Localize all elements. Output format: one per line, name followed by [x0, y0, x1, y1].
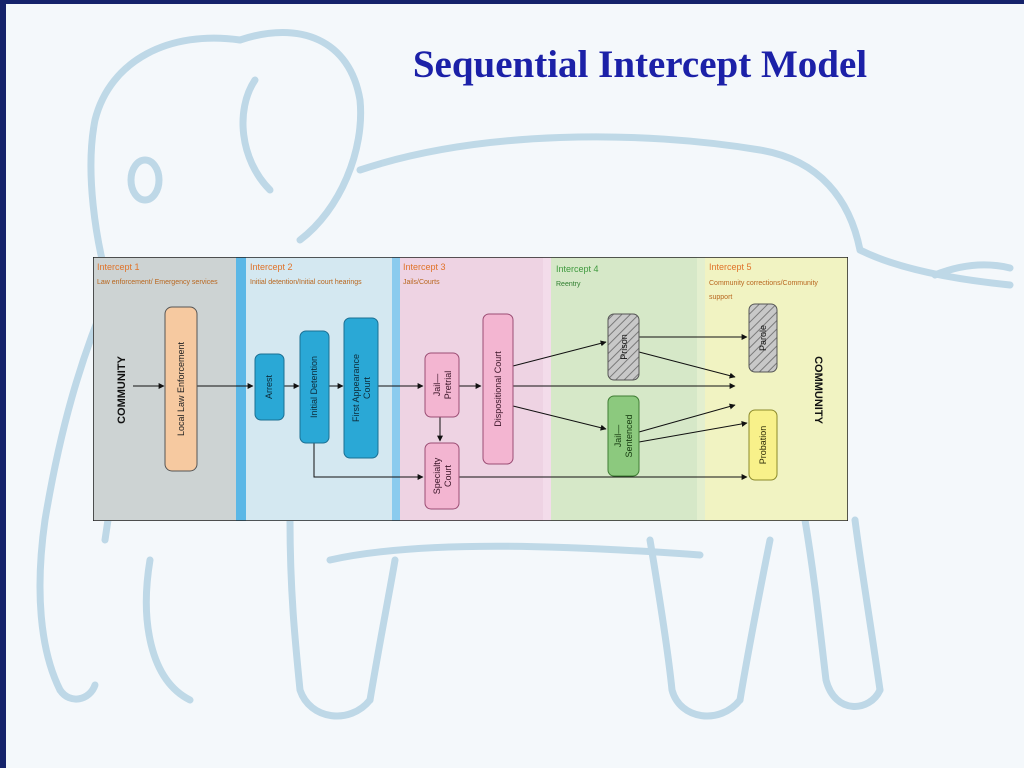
slide-title: Sequential Intercept Model [412, 43, 868, 86]
top-border [0, 0, 1024, 4]
intercept-3-label: Intercept 3 [403, 262, 446, 272]
node-arrest: Arrest [254, 353, 285, 421]
intercept-2-label: Intercept 2 [250, 262, 293, 272]
intercept-5-subtitle: Community corrections/Community [709, 280, 818, 287]
node-initial-detention-label: Initial Detention [309, 356, 319, 418]
node-parole: Parole [748, 303, 778, 373]
node-probation: Probation [748, 409, 778, 481]
left-border [0, 0, 6, 768]
intercept-3-divider [543, 257, 551, 521]
node-first-appearance-court: First Appearance Court [343, 317, 379, 459]
node-specialty-court-label-2: Court [443, 465, 453, 488]
intercept-5-label: Intercept 5 [709, 262, 752, 272]
node-probation-label: Probation [758, 426, 768, 465]
node-jail-sentenced-label-1: Jail— [613, 425, 623, 448]
node-jail-pretrial-label-1: Jail— [432, 374, 442, 397]
node-arrest-label: Arrest [264, 375, 274, 400]
intercept-3-panel [400, 257, 543, 521]
intercept-3-subtitle: Jails/Courts [403, 279, 440, 286]
intercept-4-divider [697, 257, 705, 521]
intercept-1-label: Intercept 1 [97, 262, 140, 272]
node-dispositional-court: Dispositional Court [482, 313, 514, 465]
node-specialty-court: Specialty Court [424, 442, 460, 510]
node-jail-sentenced-label-2: Sentenced [624, 414, 634, 457]
node-local-law-enforcement: Local Law Enforcement [164, 306, 198, 472]
intercept-4-subtitle: Reentry [556, 281, 581, 288]
node-local-law-enforcement-label: Local Law Enforcement [176, 341, 186, 436]
node-dispositional-court-label: Dispositional Court [493, 351, 503, 427]
intercept-5-subtitle-2: support [709, 294, 732, 301]
node-jail-pretrial-label-2: Pretrial [443, 371, 453, 400]
node-specialty-court-label-1: Specialty [432, 457, 442, 494]
node-first-appearance-court-label-1: First Appearance [351, 354, 361, 422]
intercept-1-divider [236, 257, 246, 521]
node-initial-detention: Initial Detention [299, 330, 330, 444]
intercept-4-panel [551, 257, 697, 521]
node-parole-label: Parole [758, 325, 768, 351]
node-jail-pretrial: Jail— Pretrial [424, 352, 460, 418]
intercept-2-subtitle: Initial detention/Initial court hearings [250, 279, 362, 286]
node-prison: Prison [607, 313, 640, 381]
intercept-2-divider [392, 257, 400, 521]
intercept-1-subtitle: Law enforcement/ Emergency services [97, 279, 218, 286]
community-left-label: COMMUNITY [116, 355, 128, 423]
sequential-intercept-diagram: Intercept 1 Law enforcement/ Emergency s… [93, 257, 848, 521]
node-jail-sentenced: Jail— Sentenced [607, 395, 640, 477]
community-right-label: COMMUNITY [812, 356, 824, 424]
node-first-appearance-court-label-2: Court [362, 377, 372, 400]
intercept-4-label: Intercept 4 [556, 264, 599, 274]
node-prison-label: Prison [619, 334, 629, 360]
